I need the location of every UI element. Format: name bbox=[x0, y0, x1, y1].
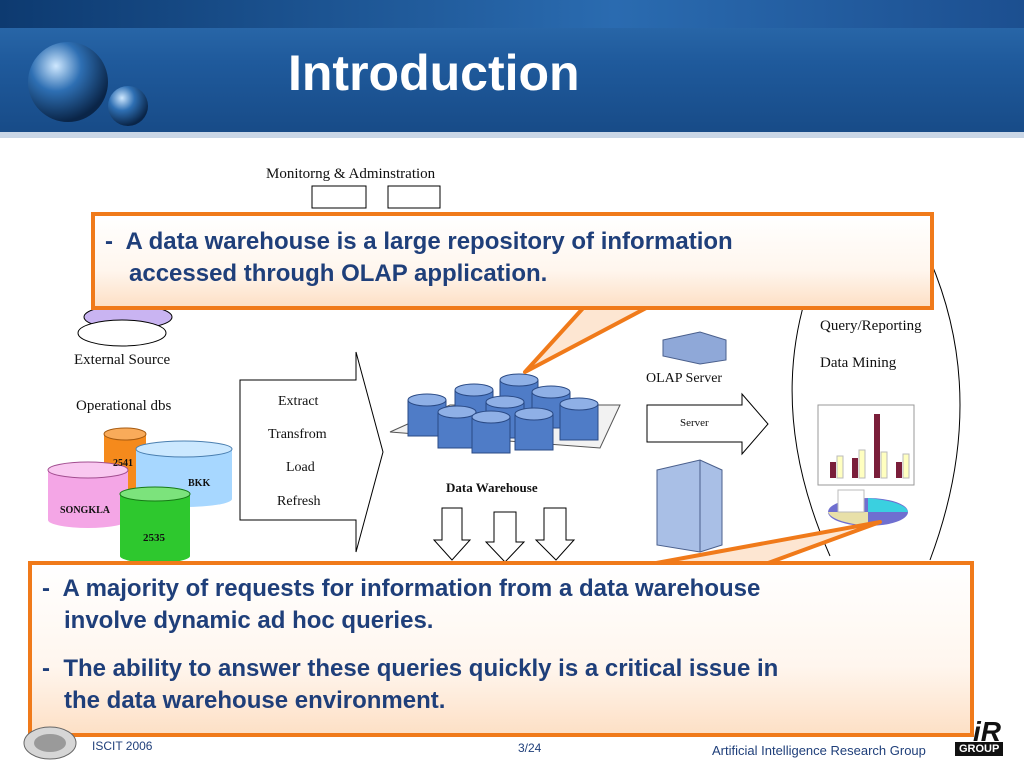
monitoring-label: Monitorng & Adminstration bbox=[266, 166, 436, 182]
page-number: 3/24 bbox=[518, 741, 542, 755]
external-source-ellipse-2 bbox=[77, 319, 167, 347]
data-warehouse-label: Data Warehouse bbox=[446, 480, 538, 495]
query-reporting-label: Query/Reporting bbox=[820, 318, 922, 334]
callout-bottom-item-1-line1: A majority of requests for information f… bbox=[62, 575, 761, 602]
callout-top-line2: accessed through OLAP application. bbox=[129, 260, 548, 287]
footer-conference: ISCIT 2006 bbox=[92, 739, 153, 753]
db-2535-cylinder bbox=[119, 486, 191, 563]
callout-top-bullet: - bbox=[105, 228, 113, 255]
etl-refresh-label: Refresh bbox=[277, 494, 321, 509]
mini-pie-chart-icon bbox=[828, 489, 908, 526]
tools-ellipse-left bbox=[791, 299, 831, 557]
external-source-label: External Source bbox=[74, 352, 171, 368]
university-seal-icon bbox=[23, 726, 77, 760]
db-songkla-label: SONGKLA bbox=[60, 505, 111, 516]
callout-top-line1: A data warehouse is a large repository o… bbox=[125, 228, 733, 255]
db-bkk-label: BKK bbox=[188, 478, 211, 489]
callout-bottom-item-2-line1: The ability to answer these queries quic… bbox=[63, 655, 779, 682]
callout-top: - A data warehouse is a large repository… bbox=[91, 212, 934, 310]
globe-logo-icon bbox=[28, 42, 148, 126]
operational-dbs-label: Operational dbs bbox=[76, 398, 172, 414]
db-2535-label: 2535 bbox=[143, 532, 165, 544]
callout-bottom-item-1-line2: involve dynamic ad hoc queries. bbox=[64, 607, 434, 634]
olap-building-icon bbox=[662, 331, 727, 365]
data-warehouse-cylinders bbox=[407, 373, 599, 454]
data-mining-label: Data Mining bbox=[820, 355, 897, 371]
server-building-icon bbox=[656, 459, 723, 553]
callout-bottom-item-2-line2: the data warehouse environment. bbox=[64, 687, 446, 714]
etl-arrow bbox=[239, 351, 384, 553]
db-2541-label: 2541 bbox=[113, 458, 133, 469]
footer-group: Artificial Intelligence Research Group bbox=[712, 743, 926, 758]
monitor-box-1 bbox=[311, 185, 367, 209]
mini-bar-chart-icon bbox=[817, 404, 915, 486]
slide-title: Introduction bbox=[288, 45, 580, 101]
etl-transform-label: Transfrom bbox=[268, 427, 327, 442]
db-songkla-cylinder bbox=[47, 461, 129, 528]
down-arrow-3 bbox=[534, 507, 576, 561]
operational-db-cylinders bbox=[47, 427, 233, 563]
callout-bottom-bullet-2: - bbox=[42, 655, 50, 682]
server-label: Server bbox=[680, 417, 709, 429]
down-arrow-1 bbox=[432, 507, 472, 561]
down-arrow-2 bbox=[484, 511, 526, 563]
ir-logo-text: iR bbox=[973, 716, 1001, 747]
etl-extract-label: Extract bbox=[278, 394, 319, 409]
header-stripe bbox=[0, 0, 1024, 28]
server-arrow bbox=[646, 392, 769, 456]
callout-bottom-bullet-1: - bbox=[42, 575, 50, 602]
etl-load-label: Load bbox=[286, 460, 315, 475]
slide-header bbox=[0, 0, 1024, 138]
header-divider bbox=[0, 132, 1024, 138]
monitor-box-2 bbox=[387, 185, 441, 209]
ir-group-logo: iR GROUP bbox=[955, 716, 1017, 762]
callout-bottom: - A majority of requests for information… bbox=[28, 561, 974, 737]
tools-ellipse-right bbox=[929, 259, 961, 561]
group-logo-text: GROUP bbox=[955, 742, 1004, 756]
olap-server-label: OLAP Server bbox=[646, 371, 723, 386]
